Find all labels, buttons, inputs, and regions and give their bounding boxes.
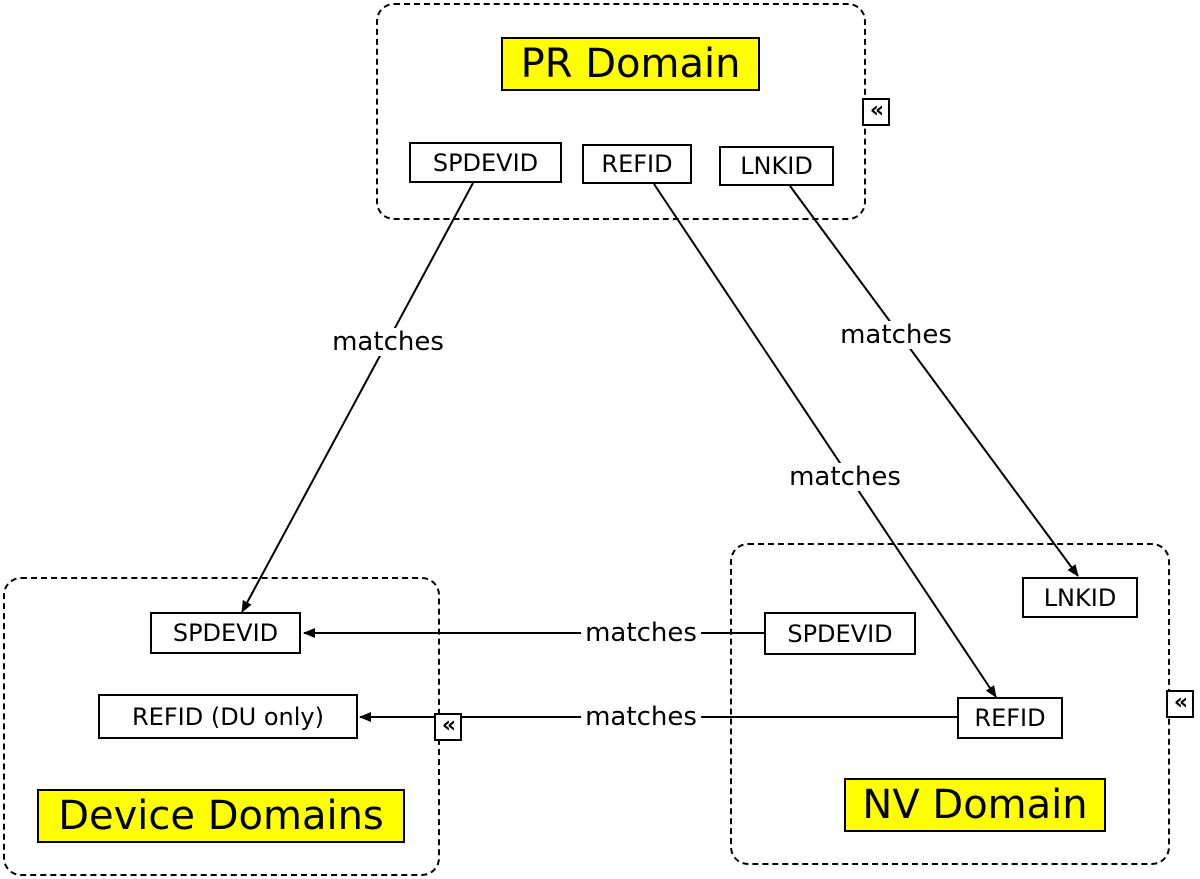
connector-label-nv-device-refid: matches bbox=[581, 703, 701, 731]
nv-spdevid-field: SPDEVID bbox=[764, 612, 916, 655]
nv-collapse-icon[interactable]: « bbox=[1166, 690, 1194, 718]
connector-pr-refid-to-nv-refid bbox=[653, 183, 997, 698]
connector-label-pr-device-spdevid: matches bbox=[328, 328, 448, 356]
connector-pr-spdevid-to-device-spdevid bbox=[241, 182, 474, 613]
device-refid-field: REFID (DU only) bbox=[98, 694, 358, 739]
pr-domain-title: PR Domain bbox=[501, 37, 760, 91]
device-spdevid-field: SPDEVID bbox=[150, 612, 301, 654]
connector-label-pr-nv-refid: matches bbox=[785, 463, 905, 491]
connector-label-pr-nv-lnkid: matches bbox=[836, 321, 956, 349]
device-domain-title: Device Domains bbox=[37, 789, 405, 843]
pr-spdevid-field: SPDEVID bbox=[409, 142, 562, 183]
nv-lnkid-field: LNKID bbox=[1022, 577, 1138, 618]
connector-pr-lnkid-to-nv-lnkid bbox=[789, 185, 1079, 577]
pr-collapse-icon[interactable]: « bbox=[862, 98, 890, 126]
pr-domain-box bbox=[376, 3, 866, 220]
nv-refid-field: REFID bbox=[957, 697, 1063, 739]
pr-refid-field: REFID bbox=[582, 144, 692, 184]
nv-domain-title: NV Domain bbox=[844, 778, 1106, 832]
pr-lnkid-field: LNKID bbox=[719, 146, 834, 186]
connector-label-nv-device-spdevid: matches bbox=[581, 619, 701, 647]
device-collapse-icon[interactable]: « bbox=[434, 713, 462, 741]
